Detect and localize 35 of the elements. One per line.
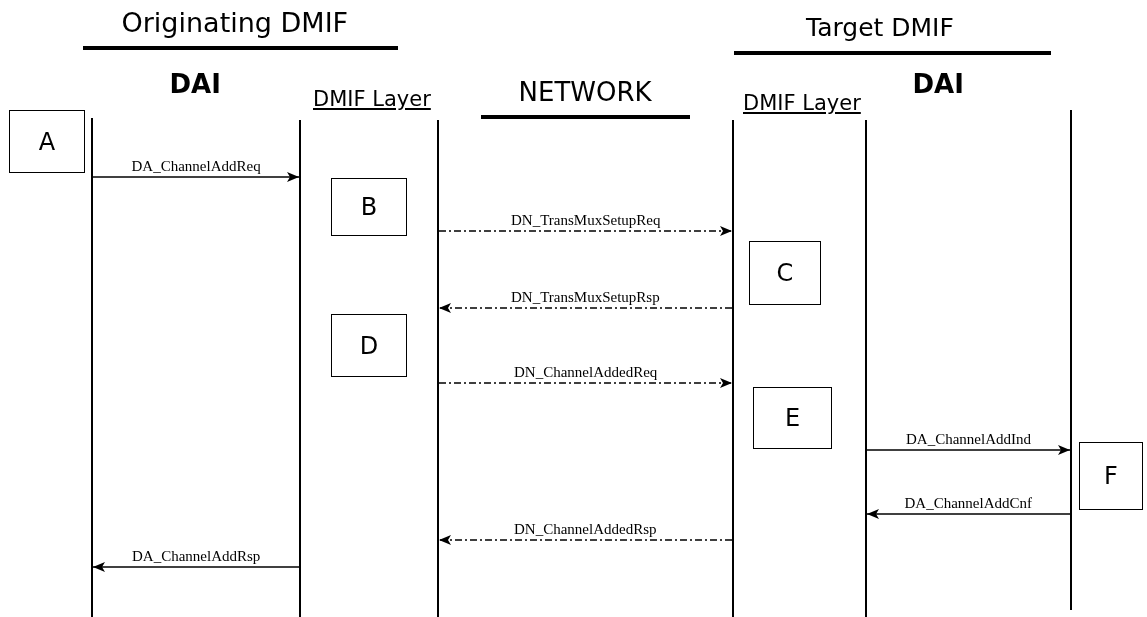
message-label: DA_ChannelAddInd (906, 431, 1031, 447)
step-box: C (749, 241, 821, 305)
interface-heading: DAI (169, 70, 221, 99)
step-box: A (9, 110, 85, 173)
lifeline (732, 120, 734, 617)
message-label: DN_TransMuxSetupReq (511, 212, 661, 228)
message-label: DN_TransMuxSetupRsp (511, 289, 660, 305)
lifeline (1070, 110, 1072, 610)
lifeline (91, 118, 93, 617)
message-arrow (438, 378, 733, 388)
message-arrow (438, 303, 733, 313)
section-heading: Originating DMIF (121, 8, 349, 38)
message-label: DN_ChannelAddedReq (514, 364, 658, 380)
message-label: DA_ChannelAddReq (131, 158, 261, 174)
column-heading: DMIF Layer (313, 88, 431, 112)
column-heading: DMIF Layer (743, 92, 861, 116)
step-box: F (1079, 442, 1143, 510)
message-arrow (866, 509, 1071, 519)
message-arrow (438, 226, 733, 236)
lifeline (865, 120, 867, 617)
step-box: D (331, 314, 407, 377)
step-box: E (753, 387, 832, 449)
message-arrow (438, 535, 733, 545)
lifeline (437, 120, 439, 617)
message-arrow (92, 172, 300, 182)
message-arrow (866, 445, 1071, 455)
message-label: DA_ChannelAddRsp (132, 548, 261, 564)
lifeline (299, 120, 301, 617)
message-label: DN_ChannelAddedRsp (514, 521, 657, 537)
message-label: DA_ChannelAddCnf (904, 495, 1032, 511)
section-heading: NETWORK (518, 78, 652, 107)
interface-heading: DAI (912, 70, 964, 99)
step-box: B (331, 178, 407, 236)
message-arrow (92, 562, 300, 572)
section-heading: Target DMIF (806, 14, 954, 42)
